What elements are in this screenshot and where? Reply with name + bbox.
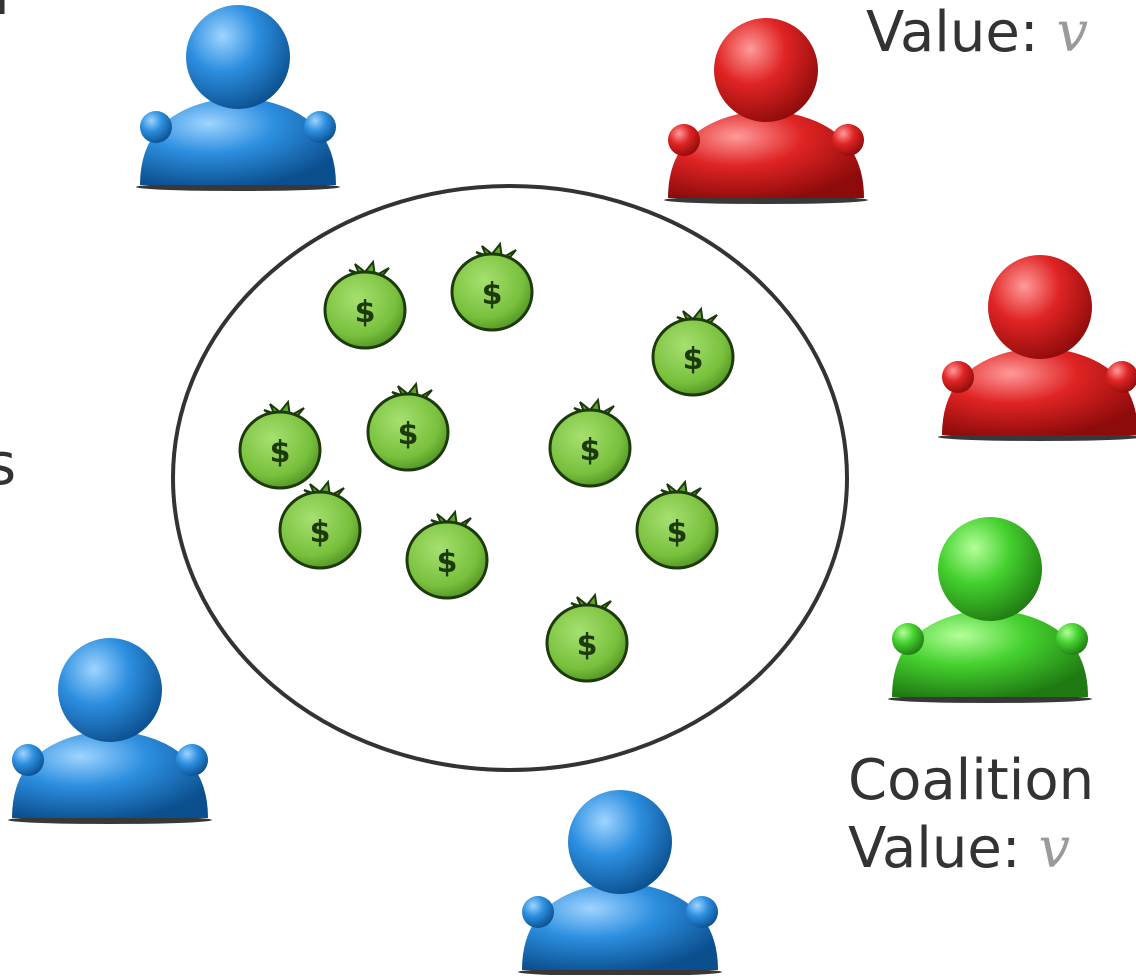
dollar-sign: $ [580,433,601,468]
dollar-sign: $ [482,277,503,312]
coalition-word: Coalition [848,748,1095,813]
top-value-symbol: v [1056,0,1089,65]
bottom-value-label: Value: v [848,818,1070,880]
money-bag-icon: $ [450,241,534,332]
money-bag-icon: $ [238,399,322,490]
dollar-sign: $ [667,515,688,550]
dollar-sign: $ [437,545,458,580]
top-value-prefix: Value: [866,0,1057,65]
money-bag-icon: $ [323,259,407,350]
money-bag-icon: $ [405,509,489,600]
left-edge-glyph: s [0,430,17,498]
money-bag-icon: $ [545,592,629,683]
coalition-circle [171,184,849,772]
agent-red-right-icon [938,255,1136,441]
agent-blue-bottom-left-icon [8,638,212,824]
money-bag-icon: $ [548,397,632,488]
money-bag-icon: $ [278,479,362,570]
money-bags: $ $ $ $ $ $ $ $ $ $ [238,241,735,683]
agent-blue-bottom-icon [518,790,722,976]
bottom-value-symbol: v [1038,816,1071,881]
top-left-glyph: r [0,0,18,28]
dollar-sign: $ [310,515,331,550]
agent-blue-top-left-icon [136,5,340,191]
agent-red-top-icon [664,18,868,204]
dollar-sign: $ [683,342,704,377]
dollar-sign: $ [398,417,419,452]
coalition-label: Coalition [848,750,1094,812]
money-bag-icon: $ [366,381,450,472]
bottom-value-prefix: Value: [848,816,1039,881]
dollar-sign: $ [355,295,376,330]
money-bag-icon: $ [651,306,735,397]
money-bag-icon: $ [635,479,719,570]
top-value-label: Value: v [866,2,1088,64]
agent-green-right-icon [888,517,1092,703]
dollar-sign: $ [577,628,598,663]
dollar-sign: $ [270,435,291,470]
